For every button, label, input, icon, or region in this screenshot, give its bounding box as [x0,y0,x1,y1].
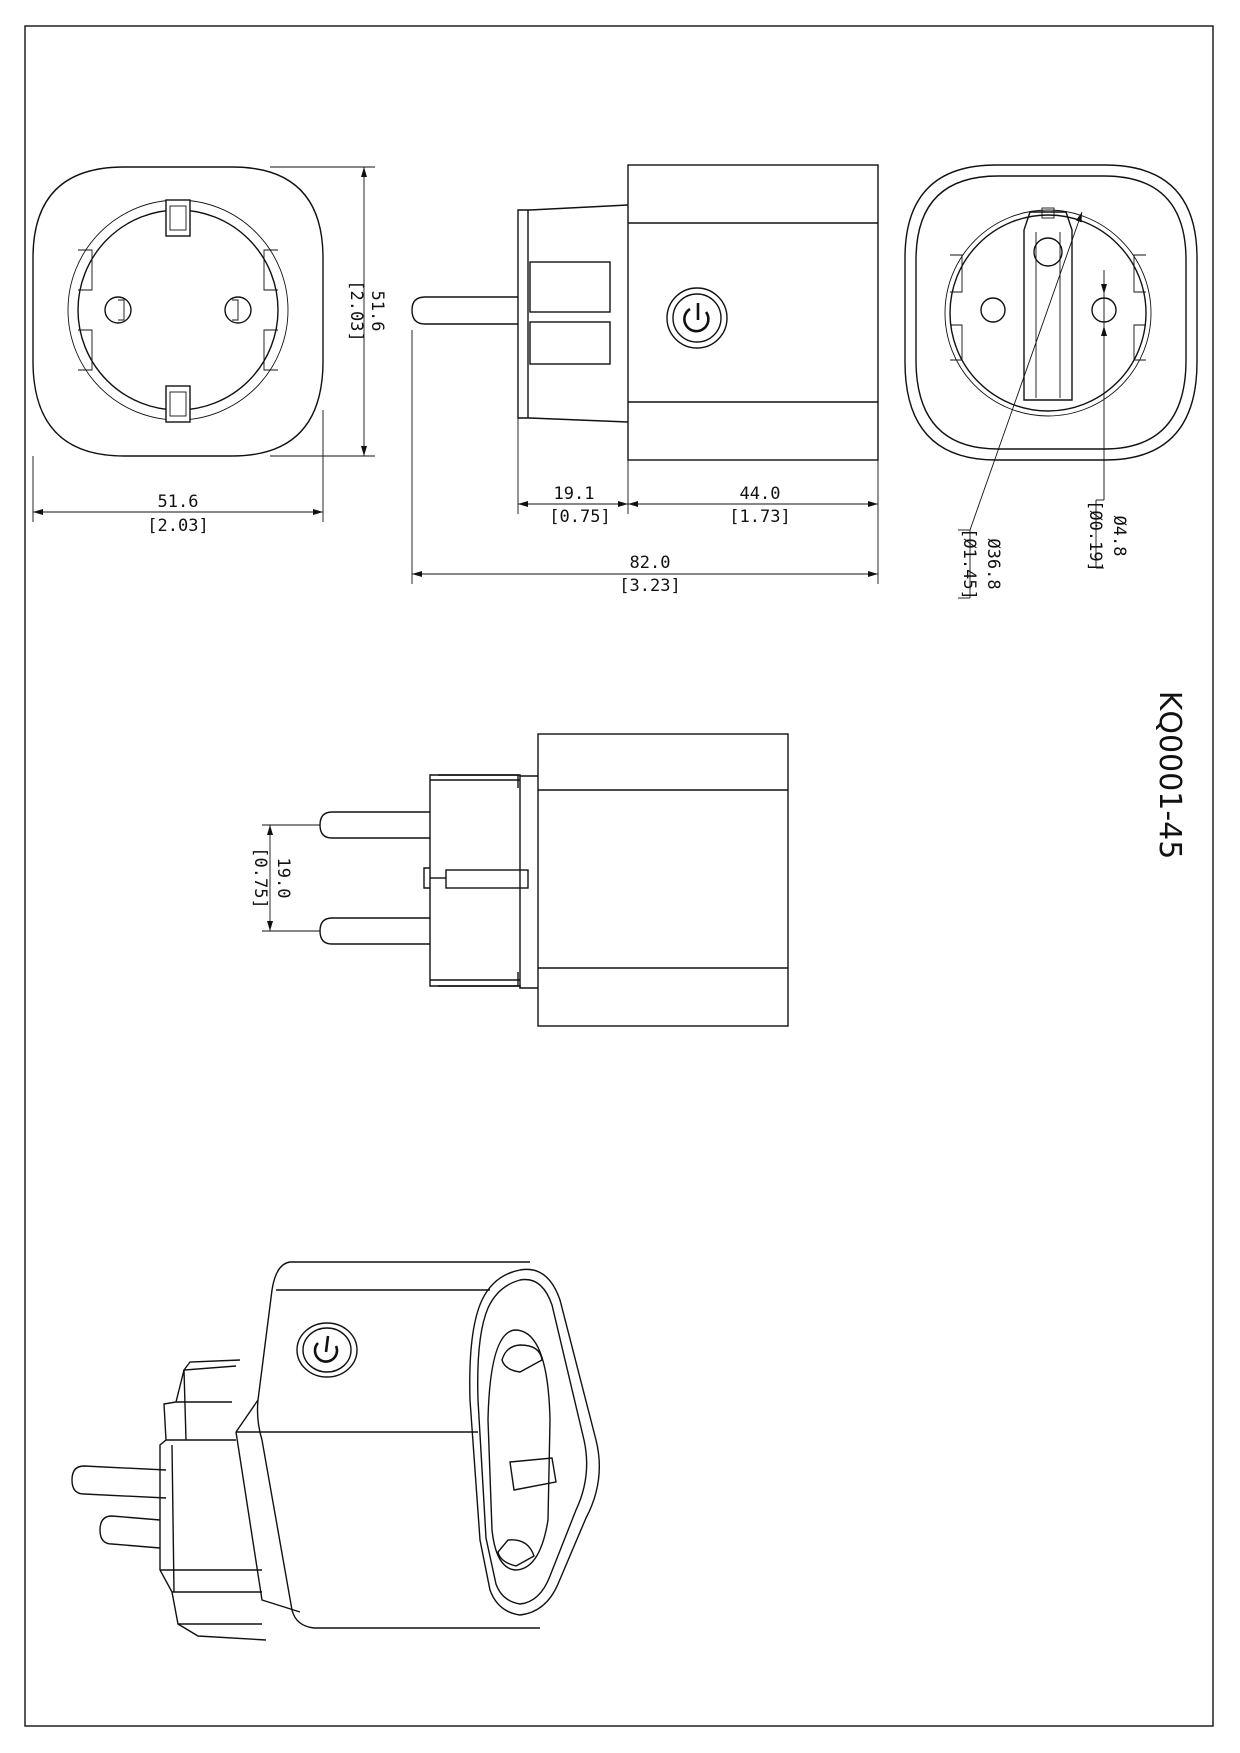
front-height-inch: [2.03] [346,280,366,341]
isometric-view [71,1261,600,1641]
front-width-mm: 51.6 [158,492,199,512]
pin-spacing-mm: 19.0 [273,858,293,899]
front-height-mm: 51.6 [367,291,387,332]
sheet-border [24,25,1214,1727]
rear-view [904,164,1198,461]
pin-dia-mm: Ø4.8 [1109,516,1129,557]
front-dimensions [32,166,375,522]
body-depth-inch: [1.73] [729,507,790,527]
top-dimensions [262,824,320,932]
top-view [319,733,789,1027]
side-dimensions [411,330,879,584]
front-width-inch: [2.03] [147,516,208,536]
pin-dia-inch: [Ø0.19] [1085,500,1105,572]
pin-spacing-inch: [0.75] [250,847,270,908]
front-view [32,166,324,457]
body-depth-mm: 44.0 [740,484,781,504]
total-length-inch: [3.23] [619,576,680,596]
side-view [411,164,879,461]
plug-depth-inch: [0.75] [549,507,610,527]
total-length-mm: 82.0 [630,553,671,573]
socket-dia-mm: Ø36.8 [983,538,1003,589]
socket-dia-inch: [Ø1.45] [959,528,979,600]
plug-depth-mm: 19.1 [554,484,595,504]
rear-dimensions [958,211,1107,599]
drawing-code: KQ0001-45 [1152,691,1187,860]
